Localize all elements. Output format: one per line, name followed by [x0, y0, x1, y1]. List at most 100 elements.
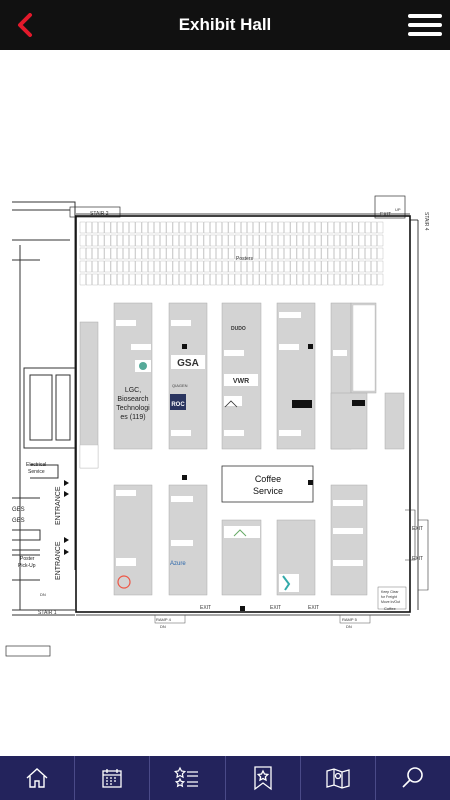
poster-board [241, 234, 247, 247]
poster-board [272, 260, 278, 273]
poster-board [166, 273, 173, 286]
poster-board [86, 260, 92, 273]
azure-logo[interactable]: Azure [170, 561, 186, 567]
poster-board [166, 221, 173, 234]
poster-board [321, 273, 328, 286]
vwr-logo[interactable]: VWR [233, 378, 249, 385]
poster-board [129, 273, 136, 286]
ramp-5-label: RAMP 5 [342, 617, 358, 622]
poster-board [104, 247, 111, 260]
poster-board [315, 260, 322, 273]
electrical-service-label-2: Service [28, 469, 45, 475]
poster-board [228, 260, 235, 273]
poster-board [290, 221, 297, 234]
poster-board [253, 273, 260, 286]
tab-favorites[interactable] [226, 756, 301, 800]
exhibit-hall-map[interactable]: STAIR 2 STAIR 4 STAIR 1 UP DN Posters [0, 50, 450, 756]
tab-schedule[interactable] [75, 756, 151, 800]
poster-board [265, 221, 272, 234]
poster-board [365, 260, 371, 273]
poster-board [377, 221, 384, 234]
poster-board [172, 273, 179, 286]
tab-maps[interactable] [301, 756, 376, 800]
poster-board [352, 221, 359, 234]
dudo-logo[interactable]: DUDO [231, 326, 246, 332]
gsa-logo[interactable]: GSA [177, 358, 199, 369]
qiagen-logo[interactable]: QIAGEN [172, 383, 188, 388]
exit-label-right-1: EXIT [412, 526, 423, 532]
poster-board [154, 273, 160, 286]
search-icon [402, 767, 423, 788]
poster-board [160, 273, 167, 286]
menu-button[interactable] [408, 10, 442, 40]
poster-board [346, 234, 353, 247]
keep-clear-label-2: for Freight [381, 595, 397, 599]
poster-board [259, 221, 266, 234]
poster-board [129, 221, 136, 234]
poster-board [340, 273, 346, 286]
poster-board [315, 221, 322, 234]
exhibitor-logos[interactable]: GSA ROC VWR DUDO Azure QIAGEN [116, 312, 365, 592]
poster-board [148, 247, 154, 260]
back-button[interactable] [10, 10, 40, 40]
poster-board [377, 273, 384, 286]
poster-board [135, 221, 142, 234]
roc-logo[interactable]: ROC [171, 402, 185, 408]
coffee-service-area[interactable] [221, 465, 314, 503]
poster-board [216, 273, 222, 286]
poster-board [327, 221, 334, 234]
ges-label-2: GES [12, 518, 25, 524]
poster-board [315, 234, 322, 247]
poster-board [365, 273, 371, 286]
poster-board [154, 234, 160, 247]
poster-board [154, 260, 160, 273]
poster-board [92, 221, 98, 234]
poster-board [185, 221, 191, 234]
poster-board [371, 273, 377, 286]
poster-board [179, 273, 185, 286]
poster-board [148, 260, 154, 273]
poster-board [284, 247, 291, 260]
poster-board [253, 247, 260, 260]
poster-board [272, 221, 278, 234]
poster-board [272, 247, 278, 260]
poster-board [241, 221, 247, 234]
poster-board [148, 273, 154, 286]
poster-board [259, 234, 266, 247]
poster-board [340, 247, 346, 260]
poster-board [234, 260, 241, 273]
poster-board [160, 234, 167, 247]
poster-board [92, 234, 98, 247]
tab-home[interactable] [0, 756, 76, 800]
poster-board [228, 221, 235, 234]
poster-board [278, 247, 284, 260]
poster-board [296, 247, 303, 260]
poster-board [98, 260, 105, 273]
poster-board [123, 260, 129, 273]
tab-my-agenda[interactable] [150, 756, 226, 800]
poster-board [309, 234, 315, 247]
poster-board [129, 260, 136, 273]
poster-board [234, 273, 241, 286]
poster-board [371, 234, 377, 247]
poster-board [92, 247, 98, 260]
poster-board [92, 260, 98, 273]
lgc-booth-label-2: Biosearch [117, 396, 148, 403]
poster-board [265, 260, 272, 273]
poster-board [141, 221, 148, 234]
bottom-tab-bar [0, 756, 450, 800]
poster-board [309, 247, 315, 260]
tab-search[interactable] [376, 756, 450, 800]
poster-board [290, 247, 297, 260]
ges-label-1: GES [12, 507, 25, 513]
keep-clear-label-3: Move In/Out [381, 600, 400, 604]
poster-board [358, 260, 365, 273]
poster-board [272, 234, 278, 247]
poster-board [228, 273, 235, 286]
dn-label-ramp4: DN [160, 624, 166, 629]
poster-board [141, 260, 148, 273]
poster-board [123, 221, 129, 234]
poster-board [259, 247, 266, 260]
poster-board [135, 273, 142, 286]
poster-board [259, 260, 266, 273]
